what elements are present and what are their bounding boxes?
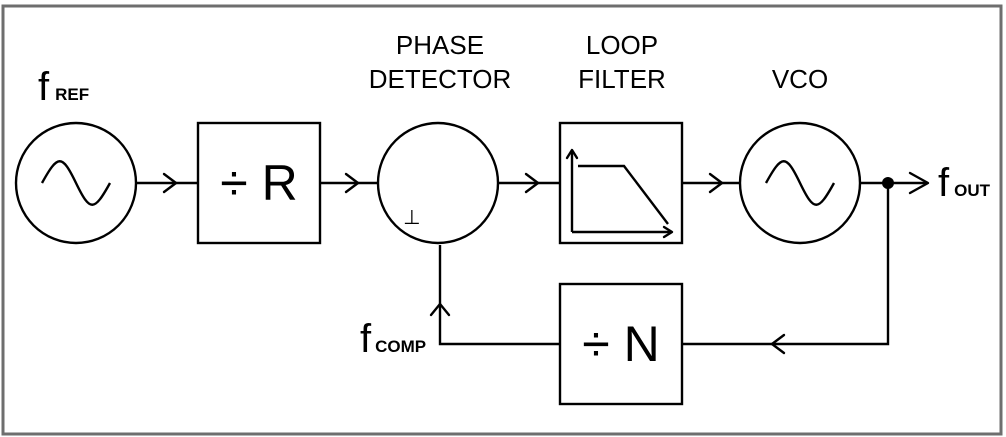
signal-path [137,181,928,346]
filter-y-axis-arrow [565,148,579,160]
phase-detector-title-line2: DETECTOR [369,64,512,94]
arrow-ref-to-r [162,172,178,194]
arrow-r-to-pd [344,172,360,194]
sine-wave-icon [40,160,112,206]
divider-r-label: ÷ R [220,155,297,211]
arrow-comp-up [429,302,451,317]
phase-detector-mark: ⊥ [403,207,420,229]
divider-r-block: ÷ R [196,121,322,245]
phase-detector-block: ⊥ [376,121,500,245]
loop-filter-title-line1: LOOP [586,30,658,60]
loop-filter-title-line2: FILTER [578,64,666,94]
vco-sine-wave-icon [764,160,836,206]
wire-feedback-comp [438,245,560,346]
arrow-pd-to-filter [524,172,540,194]
output-junction-dot [882,177,894,189]
vco-title: VCO [772,64,828,94]
divider-n-label: ÷ N [582,316,659,372]
reference-oscillator [14,121,138,245]
phase-detector-title-line1: PHASE [396,30,484,60]
arrow-out [908,171,930,195]
divider-n-block: ÷ N [558,282,684,406]
vco-block [738,121,862,245]
arrow-filter-to-vco [708,172,724,194]
filter-x-axis-arrow [662,225,674,239]
lowpass-response-curve [578,164,669,225]
arrow-feedback-left [770,333,786,355]
loop-filter-block [558,121,684,245]
wire-feedback-down [682,183,890,346]
arrowheads [162,171,930,355]
